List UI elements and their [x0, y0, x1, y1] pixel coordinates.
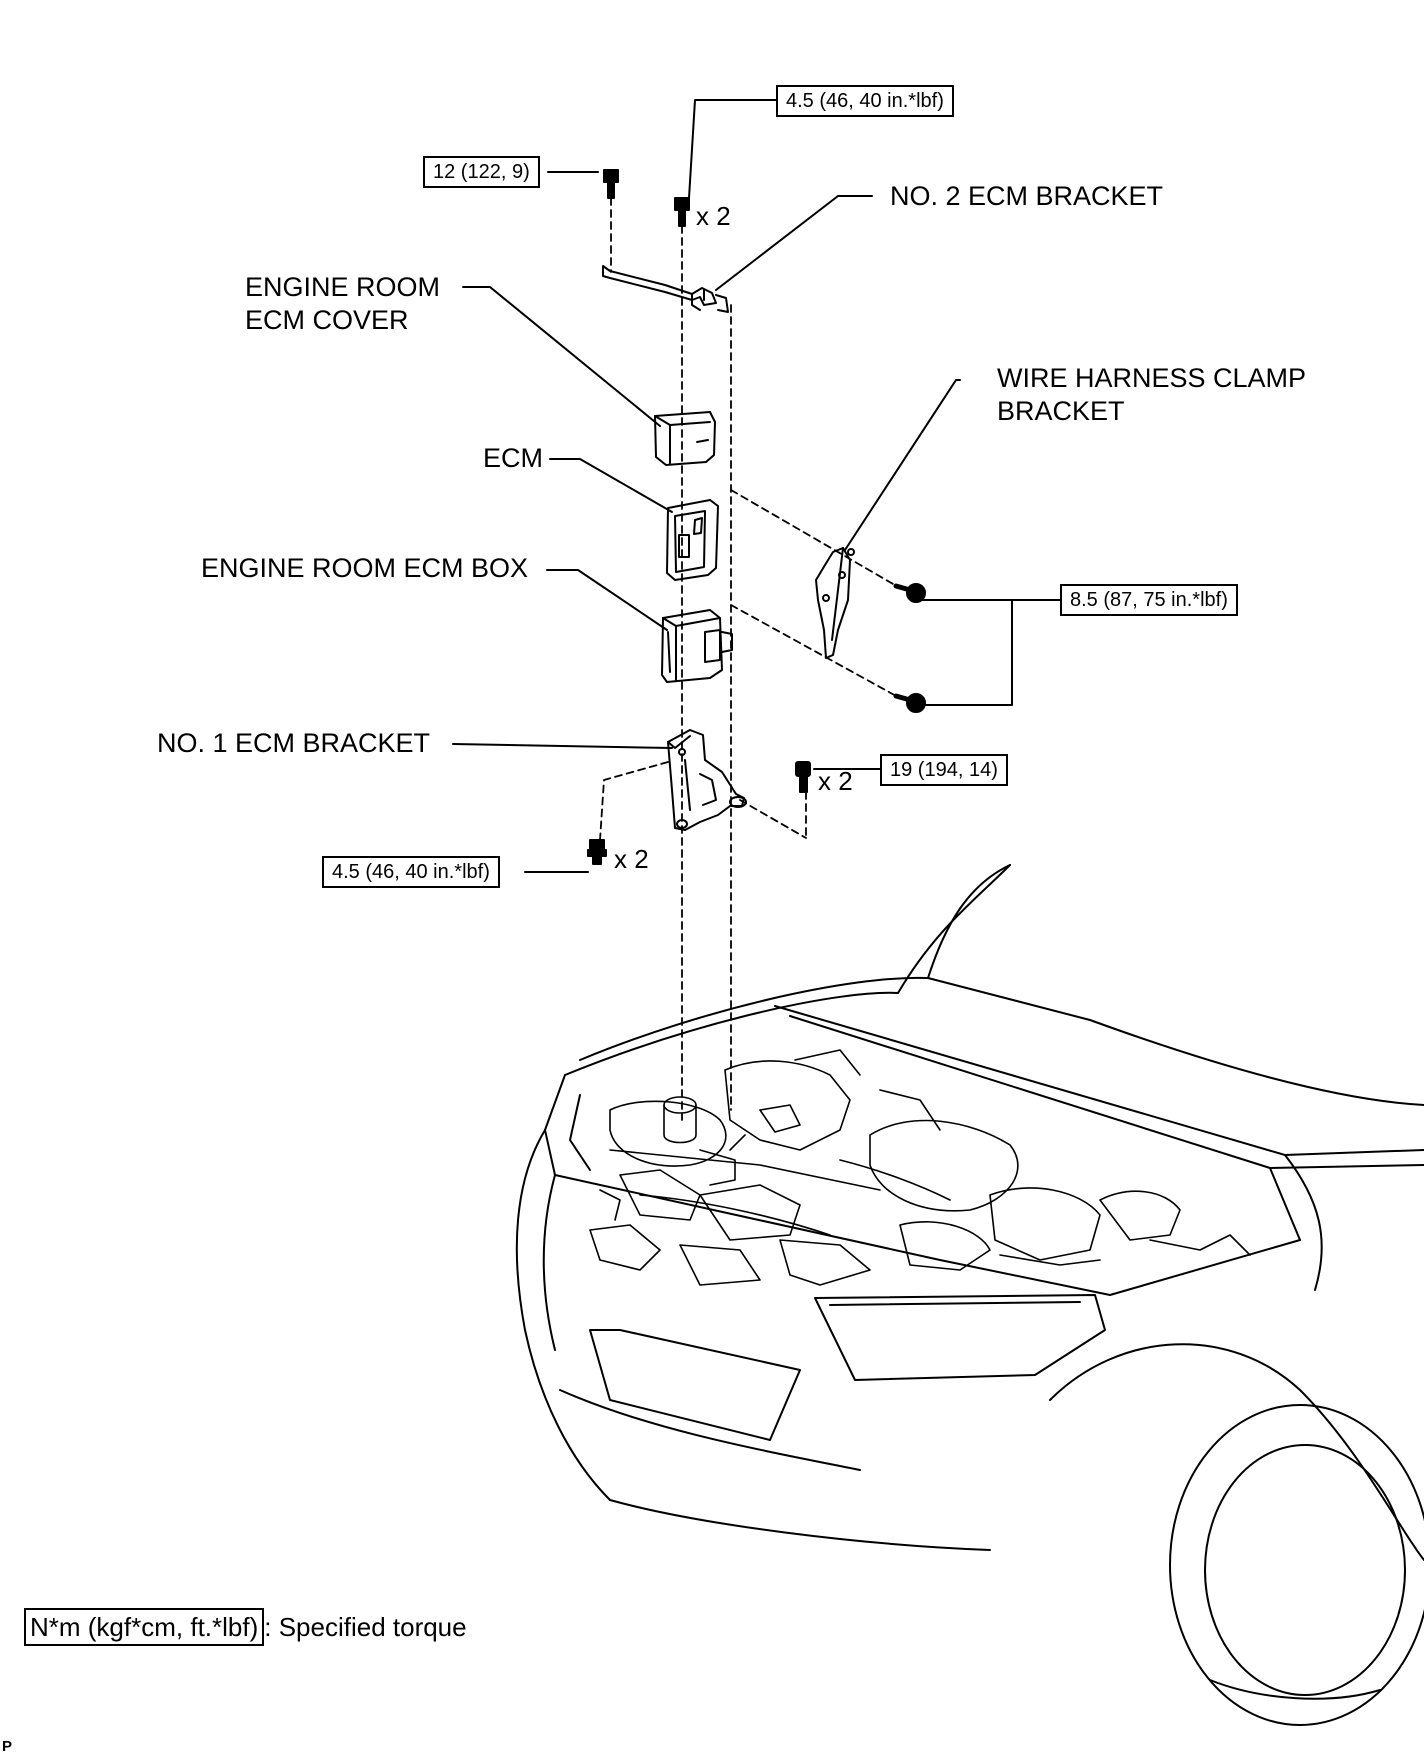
label-no1-ecm-bracket: NO. 1 ECM BRACKET	[157, 728, 431, 758]
label-ecm-cover-line2: ECM COVER	[245, 305, 409, 335]
label-no2-ecm-bracket: NO. 2 ECM BRACKET	[890, 181, 1164, 211]
quantity-bottom: x 2	[614, 844, 649, 874]
quantity-side: x 2	[818, 766, 853, 796]
label-ecm: ECM	[483, 443, 543, 473]
torque-box-harness-bolts: 8.5 (87, 75 in.*lbf)	[1060, 584, 1238, 616]
torque-legend: N*m (kgf*cm, ft.*lbf): Specified torque	[24, 1608, 467, 1646]
assembly-lines	[599, 197, 901, 1121]
no2-ecm-bracket	[602, 265, 729, 313]
torque-box-no1-bottom: 4.5 (46, 40 in.*lbf)	[322, 856, 500, 888]
legend-unit-box: N*m (kgf*cm, ft.*lbf)	[24, 1608, 265, 1646]
torque-box-left-bolt: 12 (122, 9)	[423, 156, 540, 188]
bolt-12-art	[603, 169, 619, 199]
label-wire-harness-line1: WIRE HARNESS CLAMP	[997, 363, 1307, 393]
figure-code: P	[2, 1738, 13, 1755]
engine-components	[589, 1049, 1251, 1286]
ecm-cover	[654, 411, 716, 466]
torque-box-top: 4.5 (46, 40 in.*lbf)	[776, 85, 954, 117]
vehicle-outline	[515, 864, 1424, 1726]
leader-lines	[452, 99, 1061, 873]
bolt-4-5-bottom-art	[587, 839, 607, 865]
torque-box-no1-side: 19 (194, 14)	[880, 754, 1008, 786]
bolt-8-5-art	[893, 583, 926, 713]
legend-description: : Specified torque	[264, 1612, 467, 1642]
quantity-top: x 2	[696, 201, 731, 231]
bolt-19-art	[795, 761, 811, 793]
bolt-top-x2-art	[674, 197, 690, 227]
ecm-box	[661, 609, 733, 683]
ecm-unit	[666, 499, 719, 581]
wire-harness-clamp-bracket	[815, 547, 855, 659]
label-ecm-box: ENGINE ROOM ECM BOX	[201, 553, 529, 583]
label-wire-harness-line2: BRACKET	[997, 396, 1125, 426]
label-ecm-cover-line1: ENGINE ROOM	[245, 272, 441, 302]
no1-ecm-bracket	[667, 729, 747, 831]
